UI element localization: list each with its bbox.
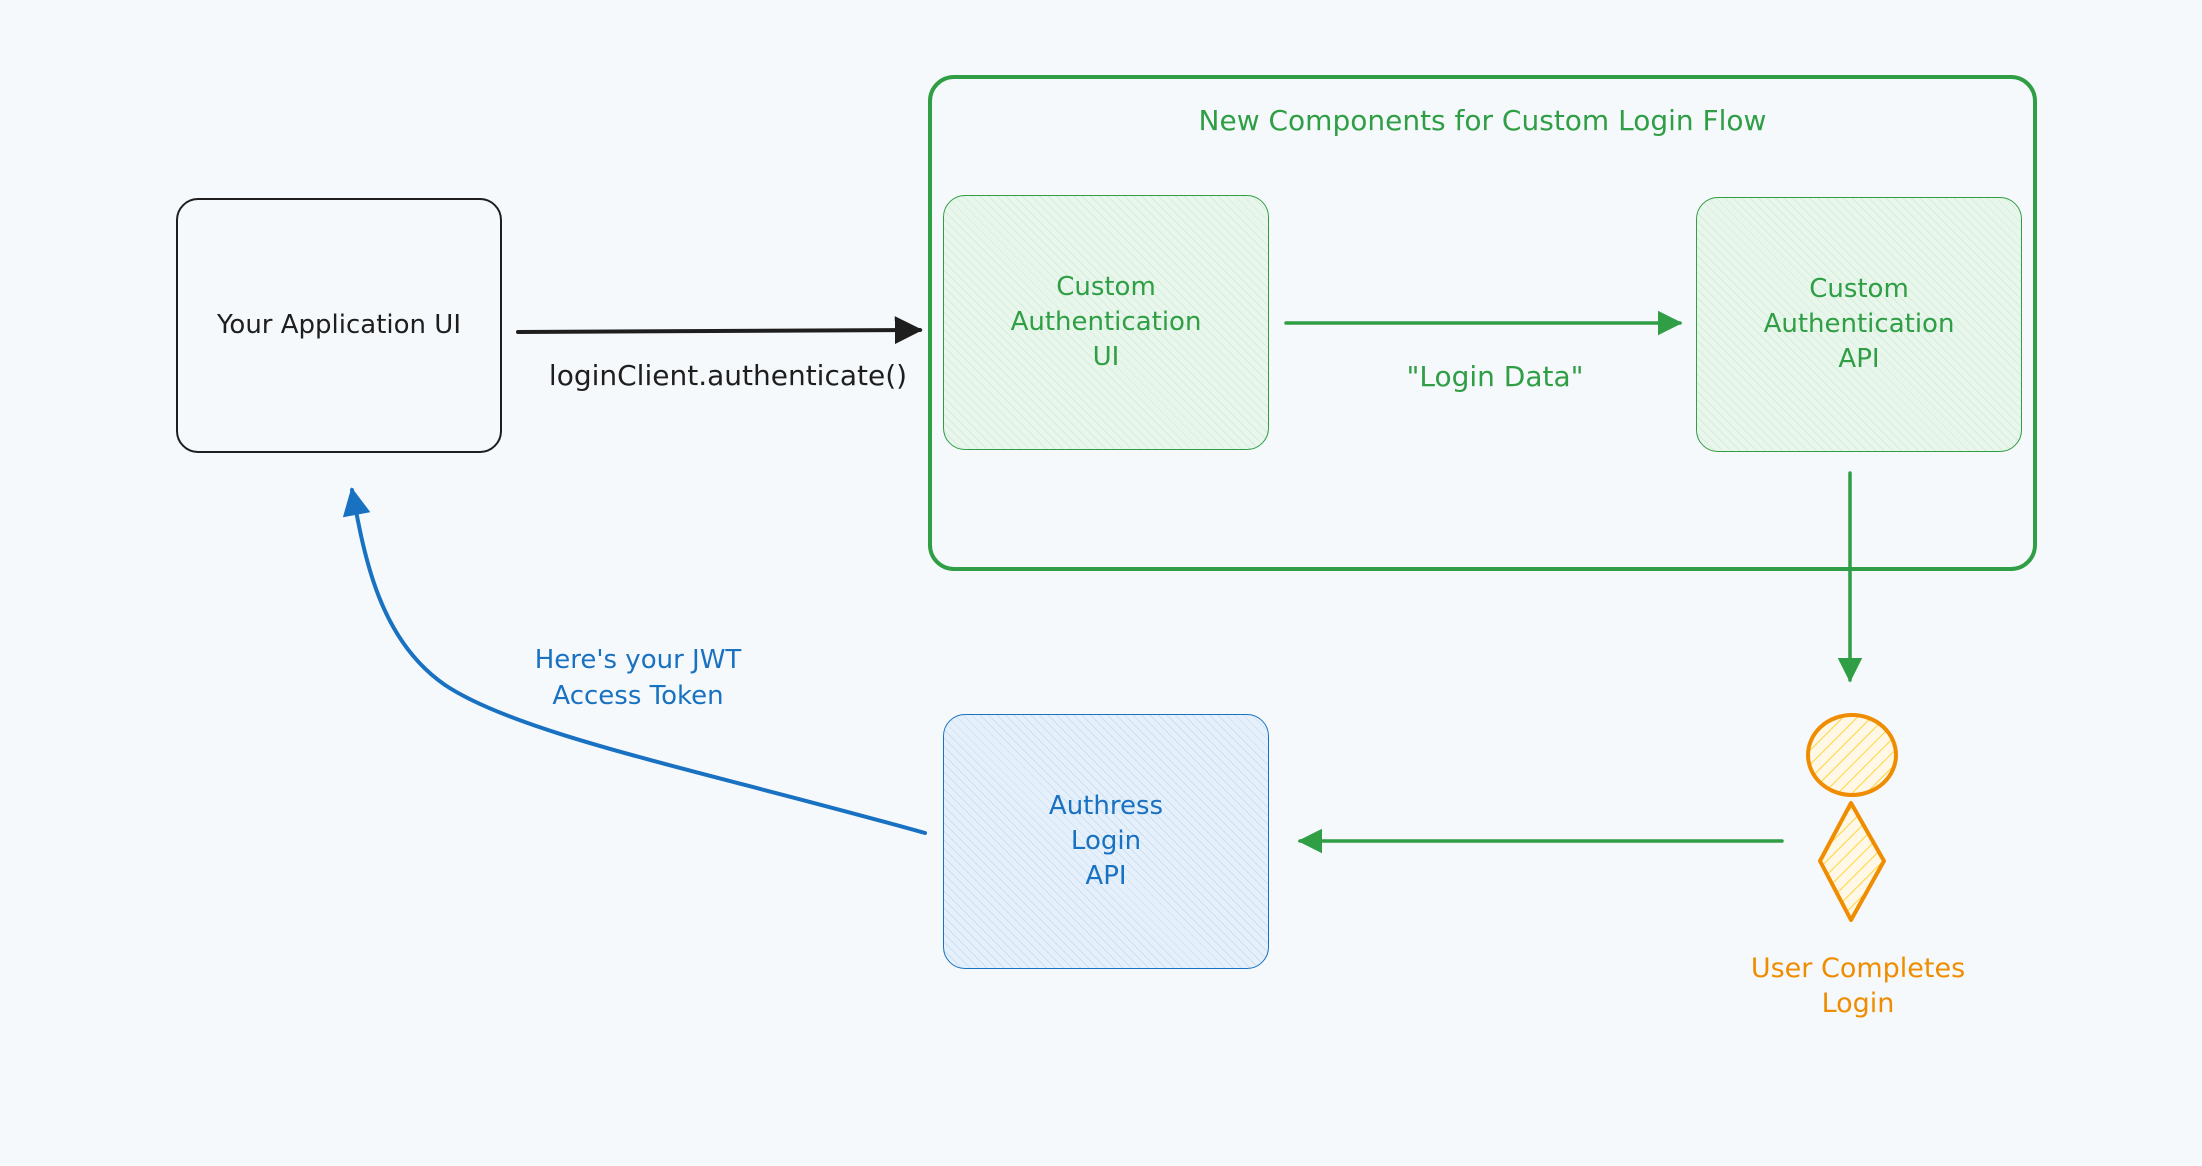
custom-auth-ui-box[interactable]: Custom Authentication UI [943,195,1269,450]
authress-login-api-box[interactable]: Authress Login API [943,714,1269,969]
custom-login-group-frame [928,75,2037,571]
person-head-shape [1806,713,1898,797]
user-completes-login-label: User Completes Login [1750,953,1966,1019]
custom-auth-api-box[interactable]: Custom Authentication API [1696,197,2022,452]
jwt-return-arrow [342,487,927,835]
login-data-label: "Login Data" [1406,360,1584,393]
person-body-shape [1818,801,1886,922]
person-icon [1806,713,1898,922]
jwt-label: Here's your JWT Access Token [534,645,742,711]
group-title: New Components for Custom Login Flow [1198,104,1767,137]
authenticate-label: loginClient.authenticate() [548,359,908,392]
authenticate-arrow [516,316,923,345]
app-ui-box[interactable]: Your Application UI [176,198,502,453]
